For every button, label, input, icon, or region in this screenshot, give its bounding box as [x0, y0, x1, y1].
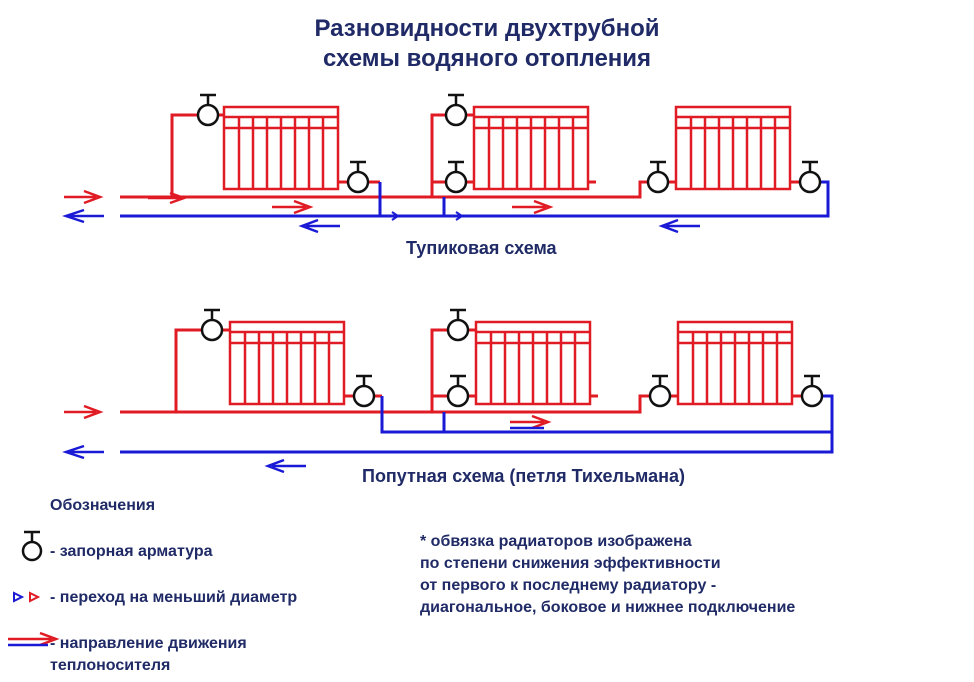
legend-direction-2: теплоносителя — [50, 657, 171, 674]
title-line-1: Разновидности двухтрубной — [314, 15, 660, 42]
flow-arrows — [62, 189, 700, 234]
valve-icon — [21, 530, 43, 562]
note-line-4: диагональное, боковое и нижнее подключен… — [420, 599, 796, 616]
reducer-icon — [13, 591, 41, 603]
title-line-2: схемы водяного отопления — [322, 45, 652, 72]
note-line-3: от первого к последнему радиатору - — [420, 577, 717, 594]
dead-end-scheme — [62, 93, 830, 234]
direction-arrow-icon — [8, 631, 60, 647]
radiator-1 — [222, 105, 340, 191]
radiator-2 — [472, 105, 590, 191]
radiator-6 — [676, 320, 794, 406]
return-pipe-2 — [120, 394, 834, 454]
return-pipe — [120, 180, 830, 218]
dead-end-scheme-label: Тупиковая схема — [406, 238, 557, 258]
supply-pipe-2 — [120, 328, 802, 414]
legend-heading: Обозначения — [50, 497, 156, 514]
radiator-3 — [674, 105, 792, 191]
radiator-4 — [228, 320, 346, 406]
note-line-1: * обвязка радиаторов изображена — [420, 533, 692, 550]
legend-valve: - запорная арматура — [50, 543, 213, 560]
tichelmann-scheme-label: Попутная схема (петля Тихельмана) — [362, 466, 686, 486]
note-line-2: по степени снижения эффективности — [420, 555, 721, 572]
legend-reducer: - переход на меньший диаметр — [50, 589, 298, 606]
legend-icons — [8, 530, 60, 647]
tichelmann-scheme — [62, 308, 834, 474]
flow-arrows-2 — [62, 404, 552, 474]
legend-direction-1: - направление движения — [50, 635, 247, 652]
diagram-title: Разновидности двухтрубной схемы водяного… — [0, 14, 974, 74]
radiator-5 — [474, 320, 592, 406]
